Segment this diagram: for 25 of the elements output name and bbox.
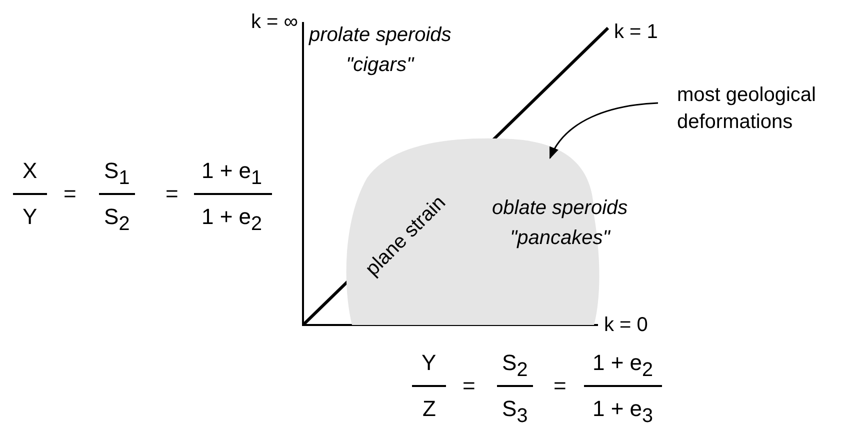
denominator: 1 + e$_{3}$ xyxy=(592,398,654,427)
denominator: Z xyxy=(422,398,436,420)
equals-sign: = xyxy=(64,183,76,205)
numerator: X xyxy=(22,160,38,182)
region-label: prolate speroids xyxy=(309,25,452,45)
annotation-text: most geological deformations xyxy=(677,82,857,136)
region-label: "pancakes" xyxy=(510,228,610,248)
axis-label: k = 1 xyxy=(614,22,658,42)
numerator: S$_{1}$ xyxy=(104,160,130,189)
numerator: 1 + e$_{1}$ xyxy=(202,160,262,189)
denominator: S$_{2}$ xyxy=(104,206,130,235)
leader-arrow xyxy=(549,102,658,160)
numerator: Y xyxy=(422,352,436,374)
equals-sign: = xyxy=(166,183,178,205)
region-label: oblate speroids xyxy=(492,198,628,218)
denominator: Y xyxy=(22,206,38,228)
denominator: 1 + e$_{2}$ xyxy=(202,206,262,235)
axis-label: k = ∞ xyxy=(251,12,298,32)
equals-sign: = xyxy=(554,375,566,397)
numerator: 1 + e$_{2}$ xyxy=(592,352,654,381)
numerator: S$_{2}$ xyxy=(502,352,528,381)
equals-sign: = xyxy=(462,375,476,397)
denominator: S$_{3}$ xyxy=(502,398,528,427)
region-label: "cigars" xyxy=(346,55,414,75)
axis-label: k = 0 xyxy=(604,315,648,335)
